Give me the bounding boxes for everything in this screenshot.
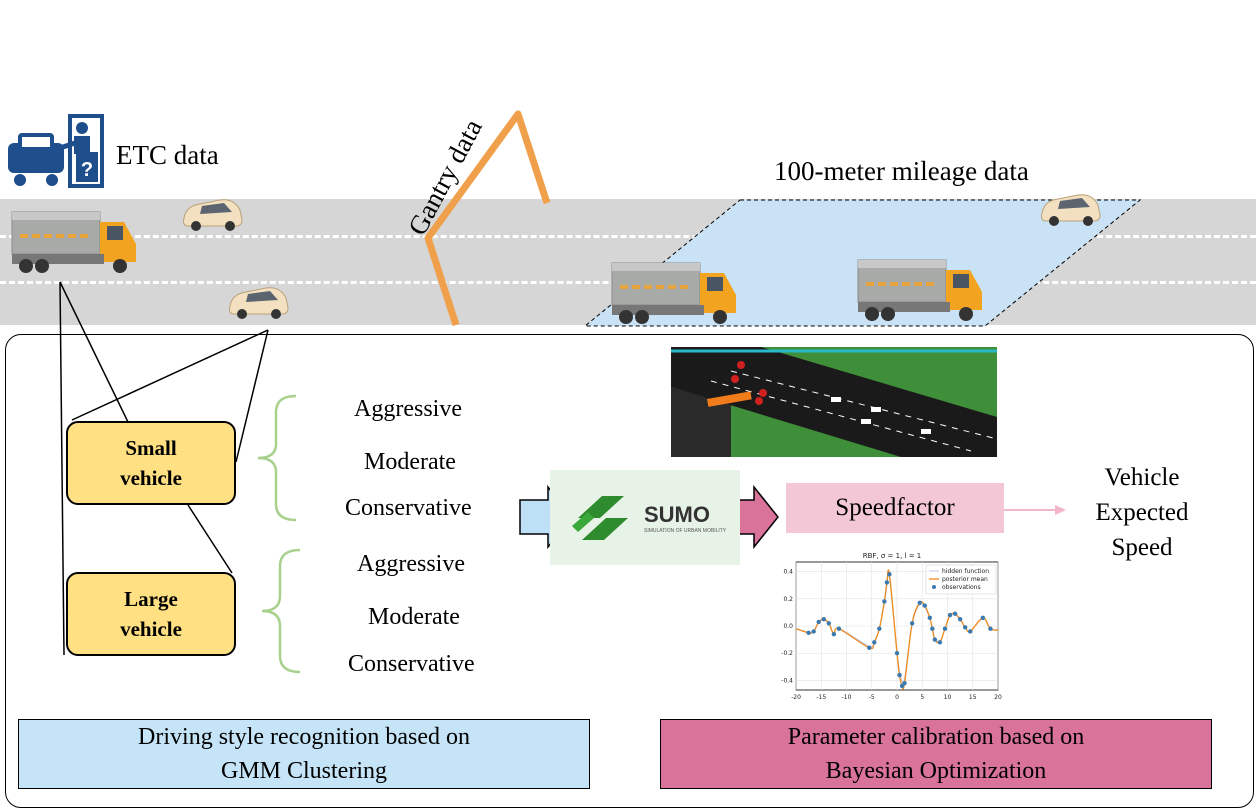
style-aggressive-small: Aggressive: [354, 396, 462, 422]
observation-point: [917, 600, 922, 606]
observation-point: [942, 626, 948, 631]
x-tick-label: 20: [994, 694, 1002, 701]
style-conservative-small: Conservative: [345, 495, 472, 521]
legend-posterior-mean: posterior mean: [942, 576, 988, 583]
observation-point: [877, 626, 882, 631]
etc-toll-icon: ?: [8, 114, 104, 188]
bayesian-optimization-plot: RBF, σ = 1, l = 1 -20 -15 -10 -5 0 5 10 15 20 0.4…: [781, 552, 1002, 701]
speedfactor-box: Speedfactor: [786, 483, 1004, 533]
sumo-logo-subtext: SIMULATION OF URBAN MOBILITY: [644, 528, 727, 534]
observation-point: [872, 640, 877, 645]
connector-line: [59, 281, 65, 656]
gmm-line2: GMM Clustering: [220, 758, 387, 784]
brace-large: [261, 548, 301, 674]
legend-hidden-function: hidden function: [942, 568, 989, 575]
x-tick-label: -15: [816, 694, 826, 701]
observation-points: [806, 572, 993, 689]
etc-data-label: ETC data: [116, 140, 219, 170]
gmm-line1: Driving style recognition based on: [138, 724, 470, 750]
observation-point: [927, 615, 933, 621]
connector-line: [187, 504, 233, 574]
small-vehicle-line2: vehicle: [120, 466, 182, 490]
observation-point: [947, 612, 953, 618]
style-aggressive-large: Aggressive: [357, 551, 465, 577]
observation-point: [922, 603, 927, 608]
large-vehicle-line2: vehicle: [120, 617, 182, 641]
observation-point: [836, 626, 842, 631]
small-vehicle-line1: Small: [125, 436, 177, 460]
plot-legend: hidden function posterior mean observati…: [925, 564, 997, 595]
connector-line: [71, 329, 269, 421]
output-label: Vehicle Expected Speed: [1072, 460, 1212, 565]
observation-point: [932, 637, 938, 642]
observation-point: [882, 599, 887, 604]
observation-point: [897, 672, 902, 678]
observation-point: [811, 629, 816, 634]
x-tick-label: -5: [869, 694, 875, 701]
x-tick-label: 0: [895, 694, 899, 701]
sumo-logo-text: SUMO: [644, 502, 710, 527]
observation-point: [962, 625, 968, 630]
sumo-simulation-view: [671, 347, 997, 457]
x-tick-label: -10: [842, 694, 852, 701]
output-line1: Vehicle: [1104, 464, 1180, 491]
style-moderate-large: Moderate: [368, 604, 460, 630]
output-line2: Expected: [1095, 499, 1189, 526]
large-vehicle-box: Large vehicle: [66, 572, 236, 656]
style-moderate-small: Moderate: [364, 449, 456, 475]
x-tick-label: 15: [969, 694, 977, 701]
observation-point: [980, 615, 986, 621]
observation-point: [821, 616, 826, 622]
connector-line: [235, 329, 269, 463]
bayesian-optimization-box: Parameter calibration based on Bayesian O…: [660, 719, 1212, 789]
large-vehicle-line1: Large: [124, 587, 178, 611]
output-line3: Speed: [1111, 534, 1173, 561]
y-tick-label: -0.2: [781, 650, 793, 657]
gantry-structure: [424, 110, 551, 327]
bo-line1: Parameter calibration based on: [787, 724, 1085, 750]
sumo-logo-box: SUMO SIMULATION OF URBAN MOBILITY: [550, 470, 740, 565]
observation-point: [867, 645, 872, 650]
x-tick-label: -20: [791, 694, 801, 701]
observation-point: [902, 680, 907, 686]
observation-point: [968, 629, 973, 634]
observation-point: [887, 572, 892, 577]
small-vehicle-box: Small vehicle: [66, 421, 236, 505]
mileage-data-label: 100-meter mileage data: [774, 156, 1029, 186]
style-conservative-large: Conservative: [348, 651, 475, 677]
observation-point: [930, 626, 935, 631]
observation-point: [816, 619, 821, 625]
svg-text:?: ?: [81, 159, 93, 181]
plot-ticks: -20 -15 -10 -5 0 5 10 15 20 0.4 0.2 0.0 -0.2 -0.4: [781, 569, 1002, 701]
observation-point: [806, 630, 811, 636]
observation-point: [957, 616, 963, 622]
brace-small: [257, 394, 297, 522]
lane-divider-1: [0, 235, 1256, 238]
gmm-clustering-box: Driving style recognition based on GMM Cl…: [18, 719, 590, 789]
connector-line: [59, 281, 129, 423]
plot-title: RBF, σ = 1, l = 1: [863, 552, 922, 560]
observation-point: [894, 651, 900, 656]
y-tick-label: 0.2: [783, 596, 793, 603]
observation-point: [831, 631, 837, 637]
x-tick-label: 10: [944, 694, 952, 701]
observation-point: [988, 626, 993, 631]
observation-point: [952, 611, 958, 616]
y-tick-label: -0.4: [781, 677, 793, 684]
sumo-logo-icon: [572, 496, 628, 540]
arrowhead: [1055, 505, 1066, 515]
x-tick-label: 5: [920, 694, 924, 701]
legend-observations: observations: [942, 584, 981, 591]
y-tick-label: 0.4: [783, 569, 793, 576]
observation-point: [826, 621, 832, 626]
observation-point: [909, 621, 915, 626]
y-tick-label: 0.0: [783, 623, 793, 630]
bo-line2: Bayesian Optimization: [825, 758, 1047, 784]
observation-point: [884, 580, 890, 585]
observation-point: [937, 640, 943, 645]
posterior-mean-line: [795, 569, 999, 690]
